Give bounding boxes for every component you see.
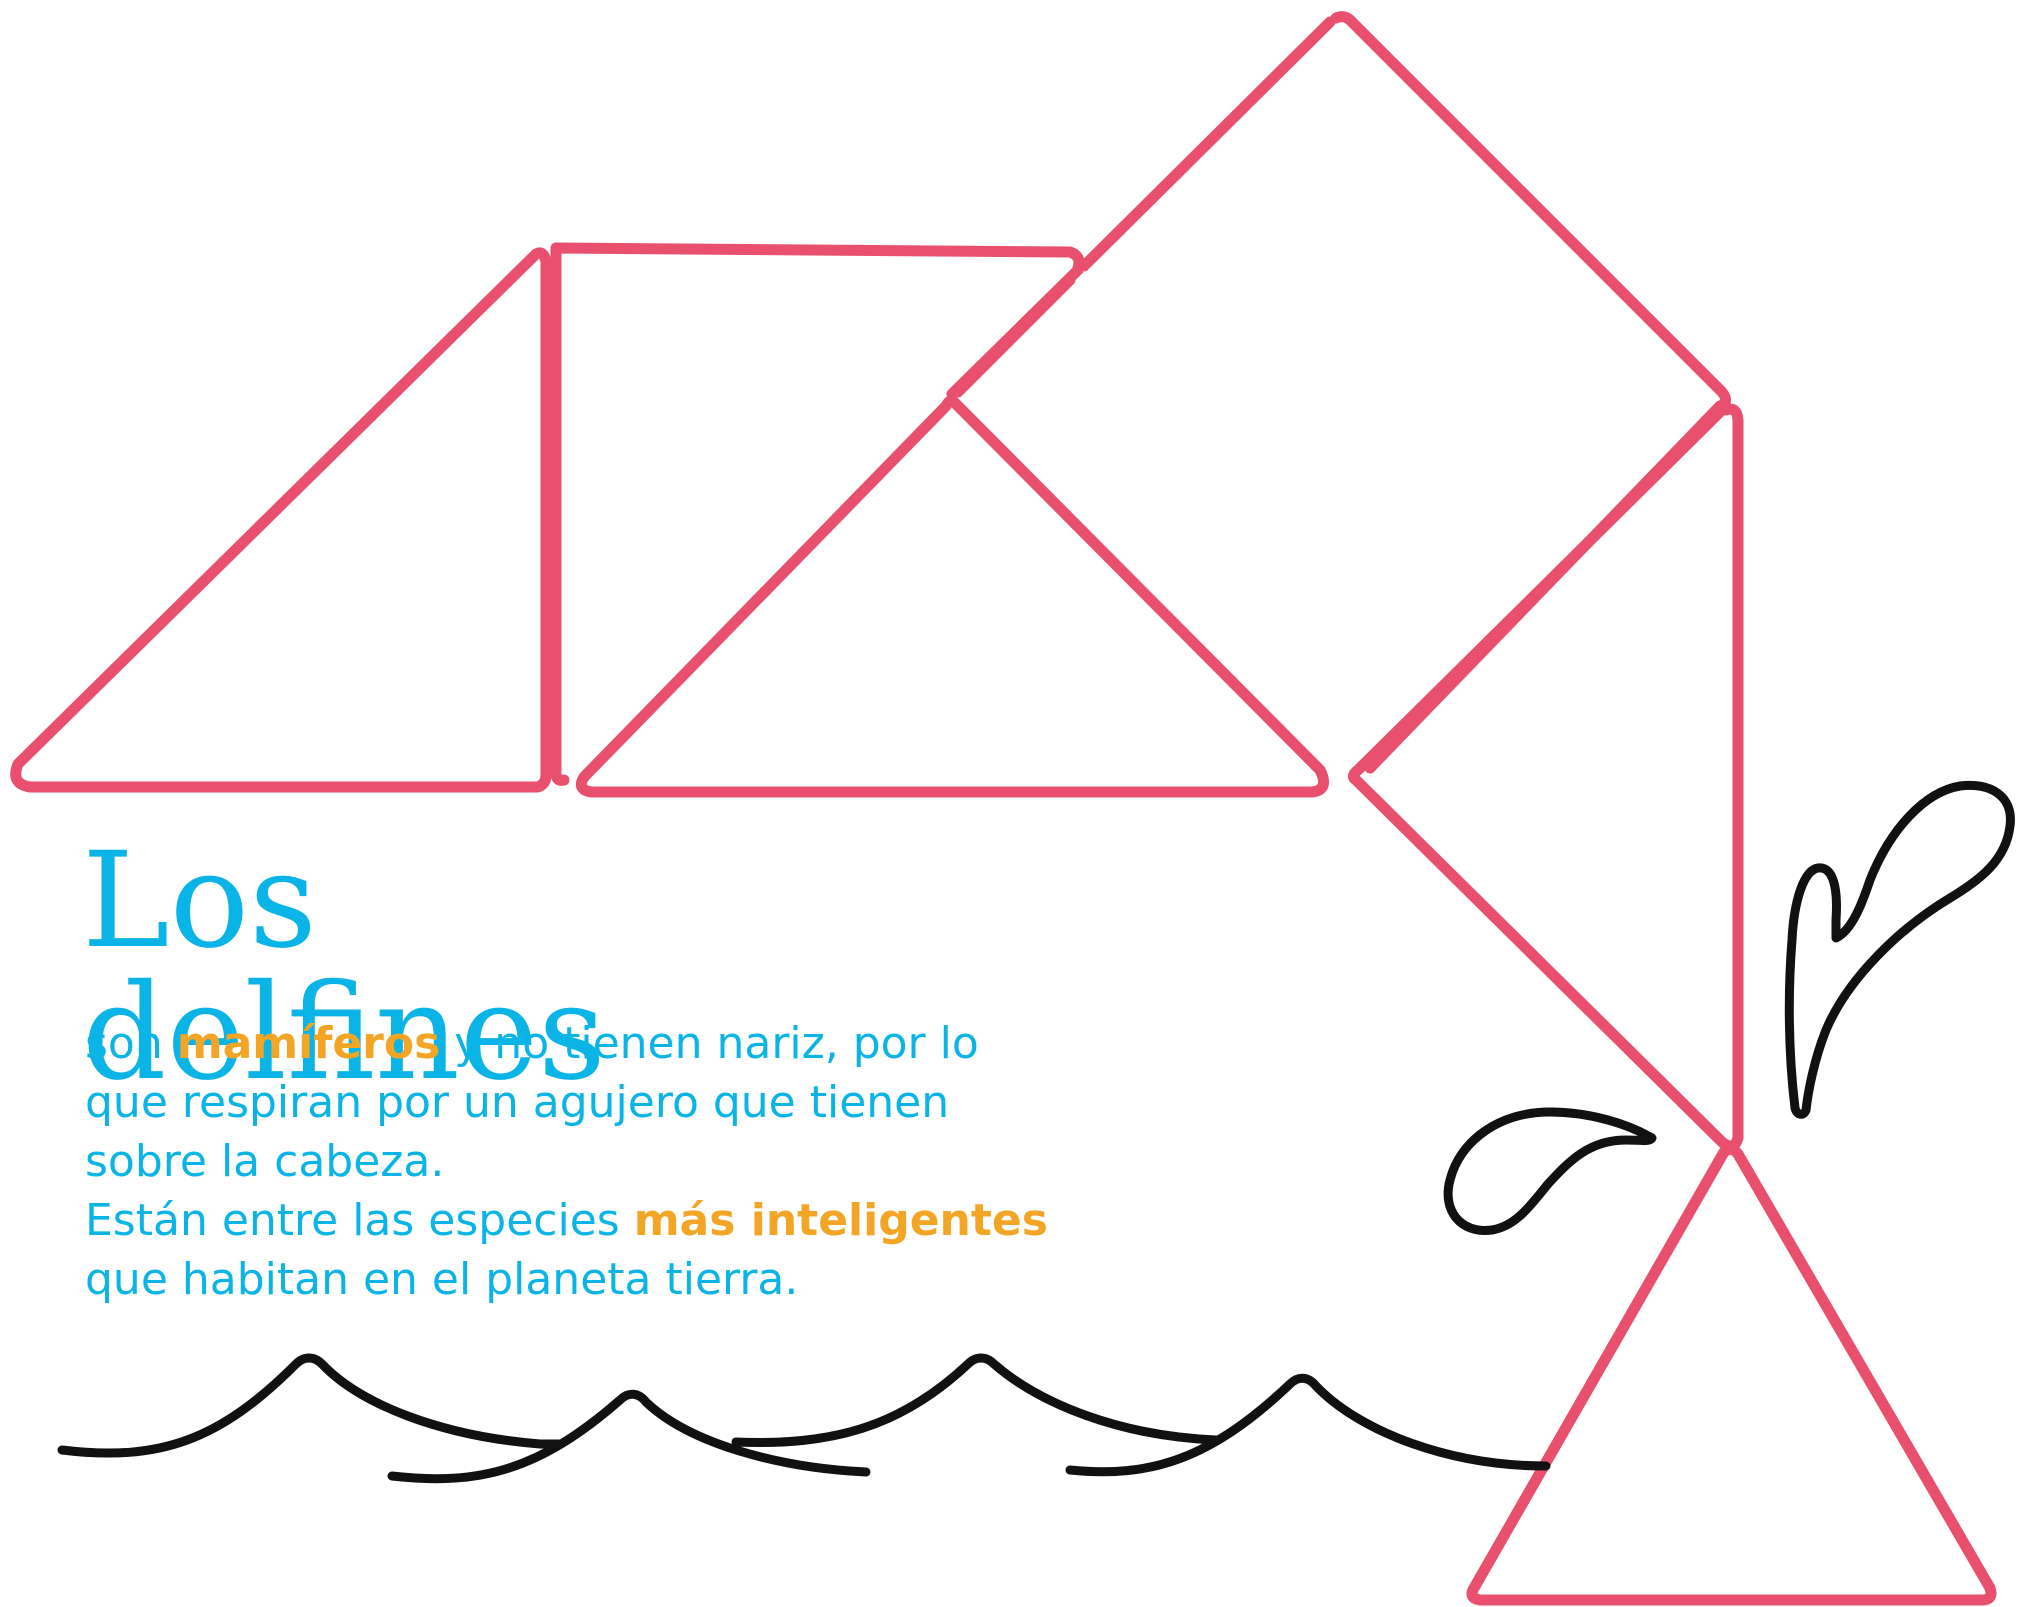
tangram-pieces — [10, 11, 1997, 1606]
text-line-1-start: son — [85, 1018, 177, 1069]
tangram-tail-triangle — [10, 247, 552, 793]
tangram-top-triangle — [952, 11, 1731, 774]
page-title: Los delfines — [82, 824, 606, 1110]
text-line-2: que respiran por un agujero que tienen — [85, 1077, 950, 1128]
highlight-mamiferos: mamíferos — [176, 1018, 441, 1069]
tangram-bottom-triangle — [1466, 1143, 1997, 1606]
text-line-4-start: Están entre las especies — [85, 1195, 634, 1246]
water-splash-icon — [1784, 780, 2015, 1119]
highlight-mas-inteligentes: más inteligentes — [633, 1195, 1048, 1246]
text-line-3: sobre la cabeza. — [85, 1136, 445, 1187]
description-paragraph: son mamíferos y no tienen nariz, por lo … — [85, 1014, 1195, 1309]
tangram-middle-triangle — [575, 395, 1330, 798]
text-line-5: que habitan en el planeta tierra. — [85, 1254, 799, 1305]
waves — [57, 1353, 1551, 1484]
doodles — [57, 780, 2015, 1484]
tangram-square — [550, 242, 1085, 786]
tangram-parallelogram — [1347, 403, 1744, 1152]
text-line-1-end: y no tienen nariz, por lo — [440, 1018, 979, 1069]
water-drop-icon — [1443, 1107, 1657, 1235]
